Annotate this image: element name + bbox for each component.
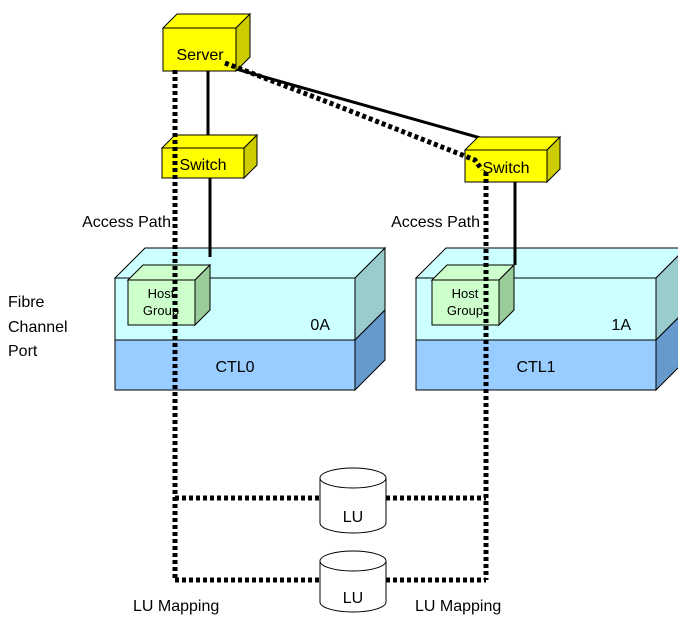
server-front (162, 27, 237, 72)
host-group-1a-line2: Group (447, 303, 483, 318)
access-path-label-left: Access Path (82, 214, 171, 231)
ctl1-label: CTL1 (516, 359, 555, 376)
server-device: Server (161, 12, 252, 73)
lu-cylinder-upper: LU (319, 467, 387, 534)
lu-lower-body (319, 561, 387, 613)
host-group-0a-line2: Group (143, 303, 179, 318)
access-path-label-right: Access Path (391, 214, 480, 231)
server-side (235, 12, 251, 73)
ctl0-front-face (114, 339, 356, 391)
lu-upper-label: LU (343, 509, 363, 526)
lu-mapping-paths (172, 60, 489, 583)
lu-mapping-label-left: LU Mapping (133, 598, 219, 615)
lu-lower-top (319, 550, 387, 572)
host-group-1a-side (498, 263, 515, 327)
lu-upper-body (319, 478, 387, 534)
switch-right-side (546, 135, 561, 184)
fc-port-line3: Port (8, 343, 38, 360)
port-0a-label: 0A (310, 317, 330, 334)
host-group-1a-line1: Host (452, 286, 479, 301)
ctl1-side-face (655, 317, 678, 392)
ctl0-label: CTL0 (215, 359, 254, 376)
host-group-0a-front (127, 279, 196, 326)
host-group-1a: Host Group (430, 263, 516, 327)
fc-port-line2: Channel (8, 319, 68, 336)
host-group-0a-side (194, 263, 211, 327)
ctl1-front-face (415, 339, 657, 391)
switch-left: Switch (160, 133, 259, 180)
lu-mapping-label-right: LU Mapping (415, 598, 501, 615)
server-to-right-dotted (224, 60, 485, 172)
switch-left-label: Switch (179, 157, 226, 174)
switch-right: Switch (463, 135, 562, 184)
switch-right-top (463, 136, 562, 151)
lu-lower-label: LU (343, 590, 363, 607)
server-top (161, 13, 252, 29)
ctl0-side-face (354, 308, 386, 392)
fc-port-line1: Fibre (8, 294, 45, 311)
port-1a-side-face (655, 255, 678, 342)
lu-cylinder-lower: LU (319, 550, 387, 613)
host-group-0a-line1: Host (148, 286, 175, 301)
fibre-channel-port-label: Fibre Channel Port (8, 294, 68, 360)
host-group-0a: Host Group (126, 263, 212, 327)
switch-left-side (243, 133, 258, 180)
server-to-right-switch-line (221, 63, 517, 150)
switch-right-label: Switch (482, 160, 529, 177)
lu-upper-top (319, 467, 387, 489)
server-label: Server (176, 47, 224, 64)
port-1a-label: 1A (611, 317, 631, 334)
